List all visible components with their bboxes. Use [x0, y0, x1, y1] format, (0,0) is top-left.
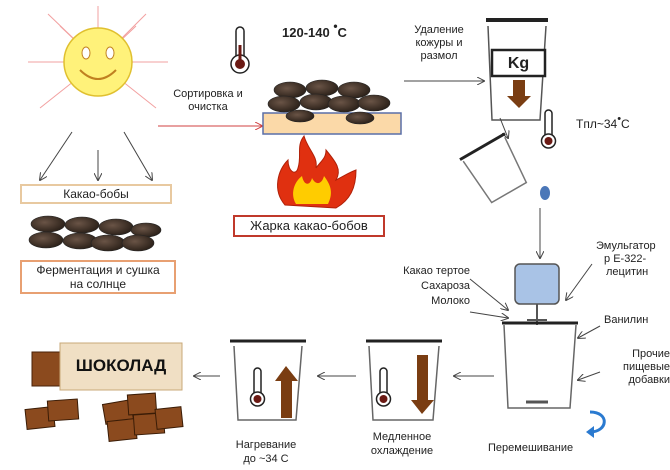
husk-line-1: Удаление: [414, 24, 464, 36]
additives-line-3: добавки: [628, 374, 670, 386]
cooling-line-1: Медленное: [372, 431, 432, 443]
cooling-line-2: охлаждение: [370, 445, 434, 457]
fermentation-line-1: Ферментация и сушка: [36, 263, 160, 277]
cocoa-beans-pile-icon: [28, 215, 162, 252]
sorting-label: Сортировка и очистка: [160, 88, 256, 114]
cocoa-beans-text: Какао-бобы: [63, 187, 129, 201]
ingredient-cocoa-mass: Какао тертое: [403, 265, 470, 277]
roasting-label: Жарка какао-бобов: [233, 215, 385, 237]
roasting-tray-icon: [262, 79, 402, 135]
ingredient-sucrose: Сахароза: [421, 280, 470, 292]
emulsifier-line-2: р E-322-: [604, 253, 647, 265]
mixing-label: Перемешивание: [488, 442, 574, 454]
degree-dot-2: •: [617, 113, 622, 125]
cooling-container-icon: [366, 339, 442, 421]
fermentation-label: Ферментация и сушка на солнце: [20, 260, 176, 294]
degree-dot: •: [333, 19, 338, 33]
roasting-temp-unit: C: [337, 25, 347, 40]
vanillin-label: Ванилин: [604, 314, 649, 326]
thermometer-icon: [230, 26, 250, 74]
emulsifier-line-3: лецитин: [606, 266, 649, 278]
grinder-container-icon: [486, 18, 548, 121]
roasting-text: Жарка какао-бобов: [250, 218, 368, 233]
husk-removal-label: Удаление кожуры и размол: [398, 24, 480, 63]
kg-label: Kg: [507, 55, 530, 72]
emulsifier-code: E-322-: [613, 253, 647, 265]
chocolate-label: ШОКОЛАД: [75, 356, 167, 375]
emulsifier-label: Эмульгатор р E-322- лецитин: [596, 240, 670, 279]
heating-line-2: до ~34 C: [243, 453, 289, 465]
ingredient-arrows: [469, 263, 601, 380]
ingredient-milk: Молоко: [431, 295, 470, 307]
sorting-line-1: Сортировка и: [173, 88, 243, 100]
mixer-icon: [502, 263, 606, 438]
sorting-line-2: очистка: [188, 101, 228, 113]
fermentation-line-2: на солнце: [69, 277, 127, 291]
heating-container-icon: [230, 339, 306, 421]
ingredients-left-label: Какао тертое Сахароза Молоко: [392, 264, 470, 309]
melting-temp-prefix: Tпл~34: [576, 117, 618, 131]
pouring-cup-icon: [459, 132, 528, 204]
thermometer-icon-2: [540, 109, 557, 149]
roasting-temperature: 120-140 •C: [282, 20, 347, 40]
flame-icon: [277, 134, 357, 209]
chocolate-bar-icon: [31, 342, 183, 391]
sun-arrows: [40, 131, 152, 180]
additives-line-1: Прочие: [632, 348, 670, 360]
melting-temperature: Tпл~34•C: [576, 113, 630, 132]
arrow-to-pour: [499, 117, 508, 138]
roasting-temp-value: 120-140: [282, 25, 330, 40]
cocoa-drop-icon: [540, 186, 550, 200]
cocoa-beans-label: Какао-бобы: [20, 184, 172, 204]
husk-line-2: кожуры и: [415, 37, 463, 49]
emulsifier-line-1: Эмульгатор: [596, 240, 656, 252]
melting-temp-unit: C: [621, 117, 630, 131]
heating-line-1: Нагревание: [235, 439, 297, 451]
heating-label: Нагревание до ~34 C: [218, 438, 314, 470]
other-additives-label: Прочие пищевые добавки: [606, 348, 670, 387]
additives-line-2: пищевые: [622, 361, 670, 373]
slow-cooling-label: Медленное охлаждение: [354, 430, 450, 470]
chocolate-pieces-icon: [24, 392, 184, 442]
husk-line-3: размол: [420, 50, 458, 62]
sun-icon: [28, 6, 168, 109]
